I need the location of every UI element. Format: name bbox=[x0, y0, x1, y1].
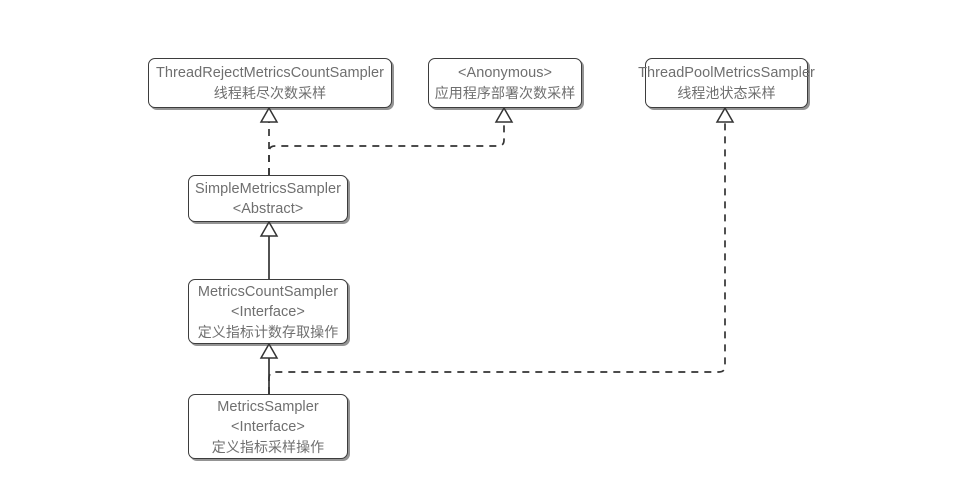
hollow-triangle-arrowhead bbox=[715, 106, 735, 123]
node-stereotype: <Interface> bbox=[231, 303, 305, 320]
node-subtitle: 定义指标采样操作 bbox=[211, 438, 325, 455]
node-subtitle: 定义指标计数存取操作 bbox=[197, 323, 339, 340]
node-metrics-count-sampler[interactable]: MetricsCountSampler <Interface> 定义指标计数存取… bbox=[188, 279, 348, 344]
hollow-triangle-arrowhead bbox=[259, 342, 279, 359]
edge-metrics-sampler-to-thread-pool bbox=[268, 106, 735, 394]
node-title: ThreadPoolMetricsSampler bbox=[638, 65, 815, 81]
hollow-triangle-arrowhead bbox=[494, 106, 514, 123]
node-stereotype: <Abstract> bbox=[232, 200, 304, 217]
hollow-triangle-arrowhead bbox=[259, 220, 279, 237]
node-subtitle: 线程耗尽次数采样 bbox=[213, 85, 327, 101]
node-subtitle: 线程池状态采样 bbox=[677, 85, 776, 101]
node-anonymous[interactable]: <Anonymous> 应用程序部署次数采样 bbox=[428, 58, 582, 108]
edge-metrics-count-to-simple bbox=[259, 220, 279, 279]
node-subtitle: 应用程序部署次数采样 bbox=[434, 85, 576, 101]
node-title: MetricsCountSampler bbox=[197, 283, 339, 300]
edge-metrics-sampler-to-metrics-count bbox=[259, 342, 279, 394]
node-thread-reject-metrics-count-sampler[interactable]: ThreadRejectMetricsCountSampler 线程耗尽次数采样 bbox=[148, 58, 392, 108]
edge-line bbox=[268, 122, 726, 394]
node-title: ThreadRejectMetricsCountSampler bbox=[156, 65, 384, 81]
node-stereotype: <Interface> bbox=[231, 418, 305, 435]
node-title: MetricsSampler bbox=[217, 398, 319, 415]
edge-simple-to-anonymous bbox=[268, 106, 514, 175]
node-title: SimpleMetricsSampler bbox=[194, 180, 342, 197]
hollow-triangle-arrowhead bbox=[259, 106, 279, 123]
node-thread-pool-metrics-sampler[interactable]: ThreadPoolMetricsSampler 线程池状态采样 bbox=[638, 58, 815, 108]
node-metrics-sampler[interactable]: MetricsSampler <Interface> 定义指标采样操作 bbox=[188, 394, 348, 459]
node-simple-metrics-sampler[interactable]: SimpleMetricsSampler <Abstract> bbox=[188, 175, 348, 222]
node-title: <Anonymous> bbox=[457, 65, 553, 81]
edge-simple-to-thread-reject bbox=[259, 106, 279, 175]
edge-line bbox=[268, 122, 505, 175]
